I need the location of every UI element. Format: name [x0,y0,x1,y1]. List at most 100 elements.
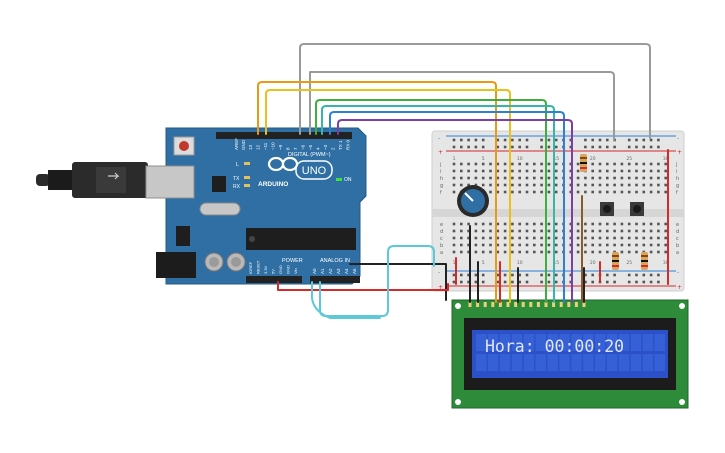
rail-hole [606,280,609,284]
breadboard-hole [591,190,594,194]
pushbutton-icon[interactable] [630,202,644,216]
lcd-char-cell [654,354,665,371]
breadboard-hole [569,236,573,240]
digital-pin-label: ~5 [308,144,313,150]
reset-button-icon[interactable] [179,141,189,151]
rail-hole [547,273,551,277]
lcd-char-cell [487,354,499,371]
lcd-pin [498,302,502,307]
wire-teal [321,105,555,303]
breadboard-hole [496,243,500,247]
breadboard-hole [540,243,543,247]
breadboard-hole [657,222,660,226]
lcd-pin [506,302,510,307]
breadboard-hole [496,222,500,226]
rail-hole [649,138,653,142]
breadboard-hole [489,222,492,226]
rail-hole [591,138,594,142]
breadboard-hole [591,183,594,187]
breadboard-hole [620,222,624,226]
wire-cyan-2 [310,281,381,319]
breadboard-hole [606,236,609,240]
breadboard-hole [664,162,667,166]
breadboard-hole [474,243,478,247]
wire-gray-1 [299,43,651,139]
breadboard-hole [635,229,638,233]
breadboard-hole [481,250,485,254]
rail-hole [511,280,514,284]
breadboard-hole [503,169,507,173]
breadboard-hole [613,236,616,240]
breadboard-hole [489,190,492,194]
lcd-pin [582,302,586,307]
lcd-char-cell [595,354,606,371]
lcd-pin [521,302,525,307]
breadboard-hole [481,169,485,173]
rail-hole [598,138,602,142]
breadboard-hole [452,169,456,173]
breadboard-hole [569,229,573,233]
lcd-char-cell [499,354,511,371]
digital-pin-label: ~10 [271,142,276,150]
breadboard-hole [496,250,500,254]
board-logo-text: ARDUINO [258,181,288,188]
wire-red-1 [277,281,449,291]
breadboard-hole [554,162,558,166]
digital-pin-label: 8 [286,147,291,150]
power-pin-label: IOREF [248,261,253,274]
breadboard-hole [540,169,543,173]
digital-pin-label: TX 1 [338,140,343,150]
row-letter: i [676,169,677,175]
breadboard-hole [606,176,609,180]
breadboard-hole [540,176,543,180]
potentiometer-icon[interactable] [457,185,489,217]
lcd-pin [514,302,518,307]
digital-pin-label: 13 [248,144,253,150]
breadboard-hole [525,190,529,194]
breadboard-hole [657,236,660,240]
wire-black-1 [349,263,447,301]
lcd-pin [574,302,578,307]
breadboard-hole [627,176,631,180]
rail-hole [467,273,470,277]
rail-hole [606,145,609,149]
row-letter: d [440,229,443,235]
breadboard-hole [547,183,551,187]
wire-yellow [265,89,511,303]
rail-hole [649,280,653,284]
breadboard-hole [511,229,514,233]
breadboard-hole [635,250,638,254]
breadboard-hole [496,183,500,187]
lcd-pin [544,302,548,307]
breadboard-hole [481,176,485,180]
breadboard-hole [649,236,653,240]
rail-hole [569,273,573,277]
breadboard-hole [657,190,660,194]
breadboard-hole [503,162,507,166]
breadboard-hole [525,236,529,240]
column-number: 5 [482,260,485,266]
breadboard-hole [452,176,456,180]
aref-pin-label: AREF [234,138,239,150]
column-number: 1 [453,260,456,266]
digital-pin-label: RX 0 [346,139,351,150]
rail-hole [642,273,646,277]
lcd-pin [476,302,480,307]
breadboard-hole [620,229,624,233]
pushbutton-icon[interactable] [600,202,614,216]
rail-hole [584,280,587,284]
breadboard-hole [569,222,573,226]
breadboard-hole [496,229,500,233]
breadboard-hole [525,169,529,173]
breadboard-hole [627,190,631,194]
breadboard-hole [635,222,638,226]
row-letter: c [676,236,679,242]
breadboard-hole [591,229,594,233]
breadboard-hole [460,250,463,254]
breadboard-hole [554,222,558,226]
lcd-char-cell [511,334,523,351]
breadboard-hole [533,250,536,254]
breadboard-hole [606,183,609,187]
breadboard-hole [584,183,587,187]
